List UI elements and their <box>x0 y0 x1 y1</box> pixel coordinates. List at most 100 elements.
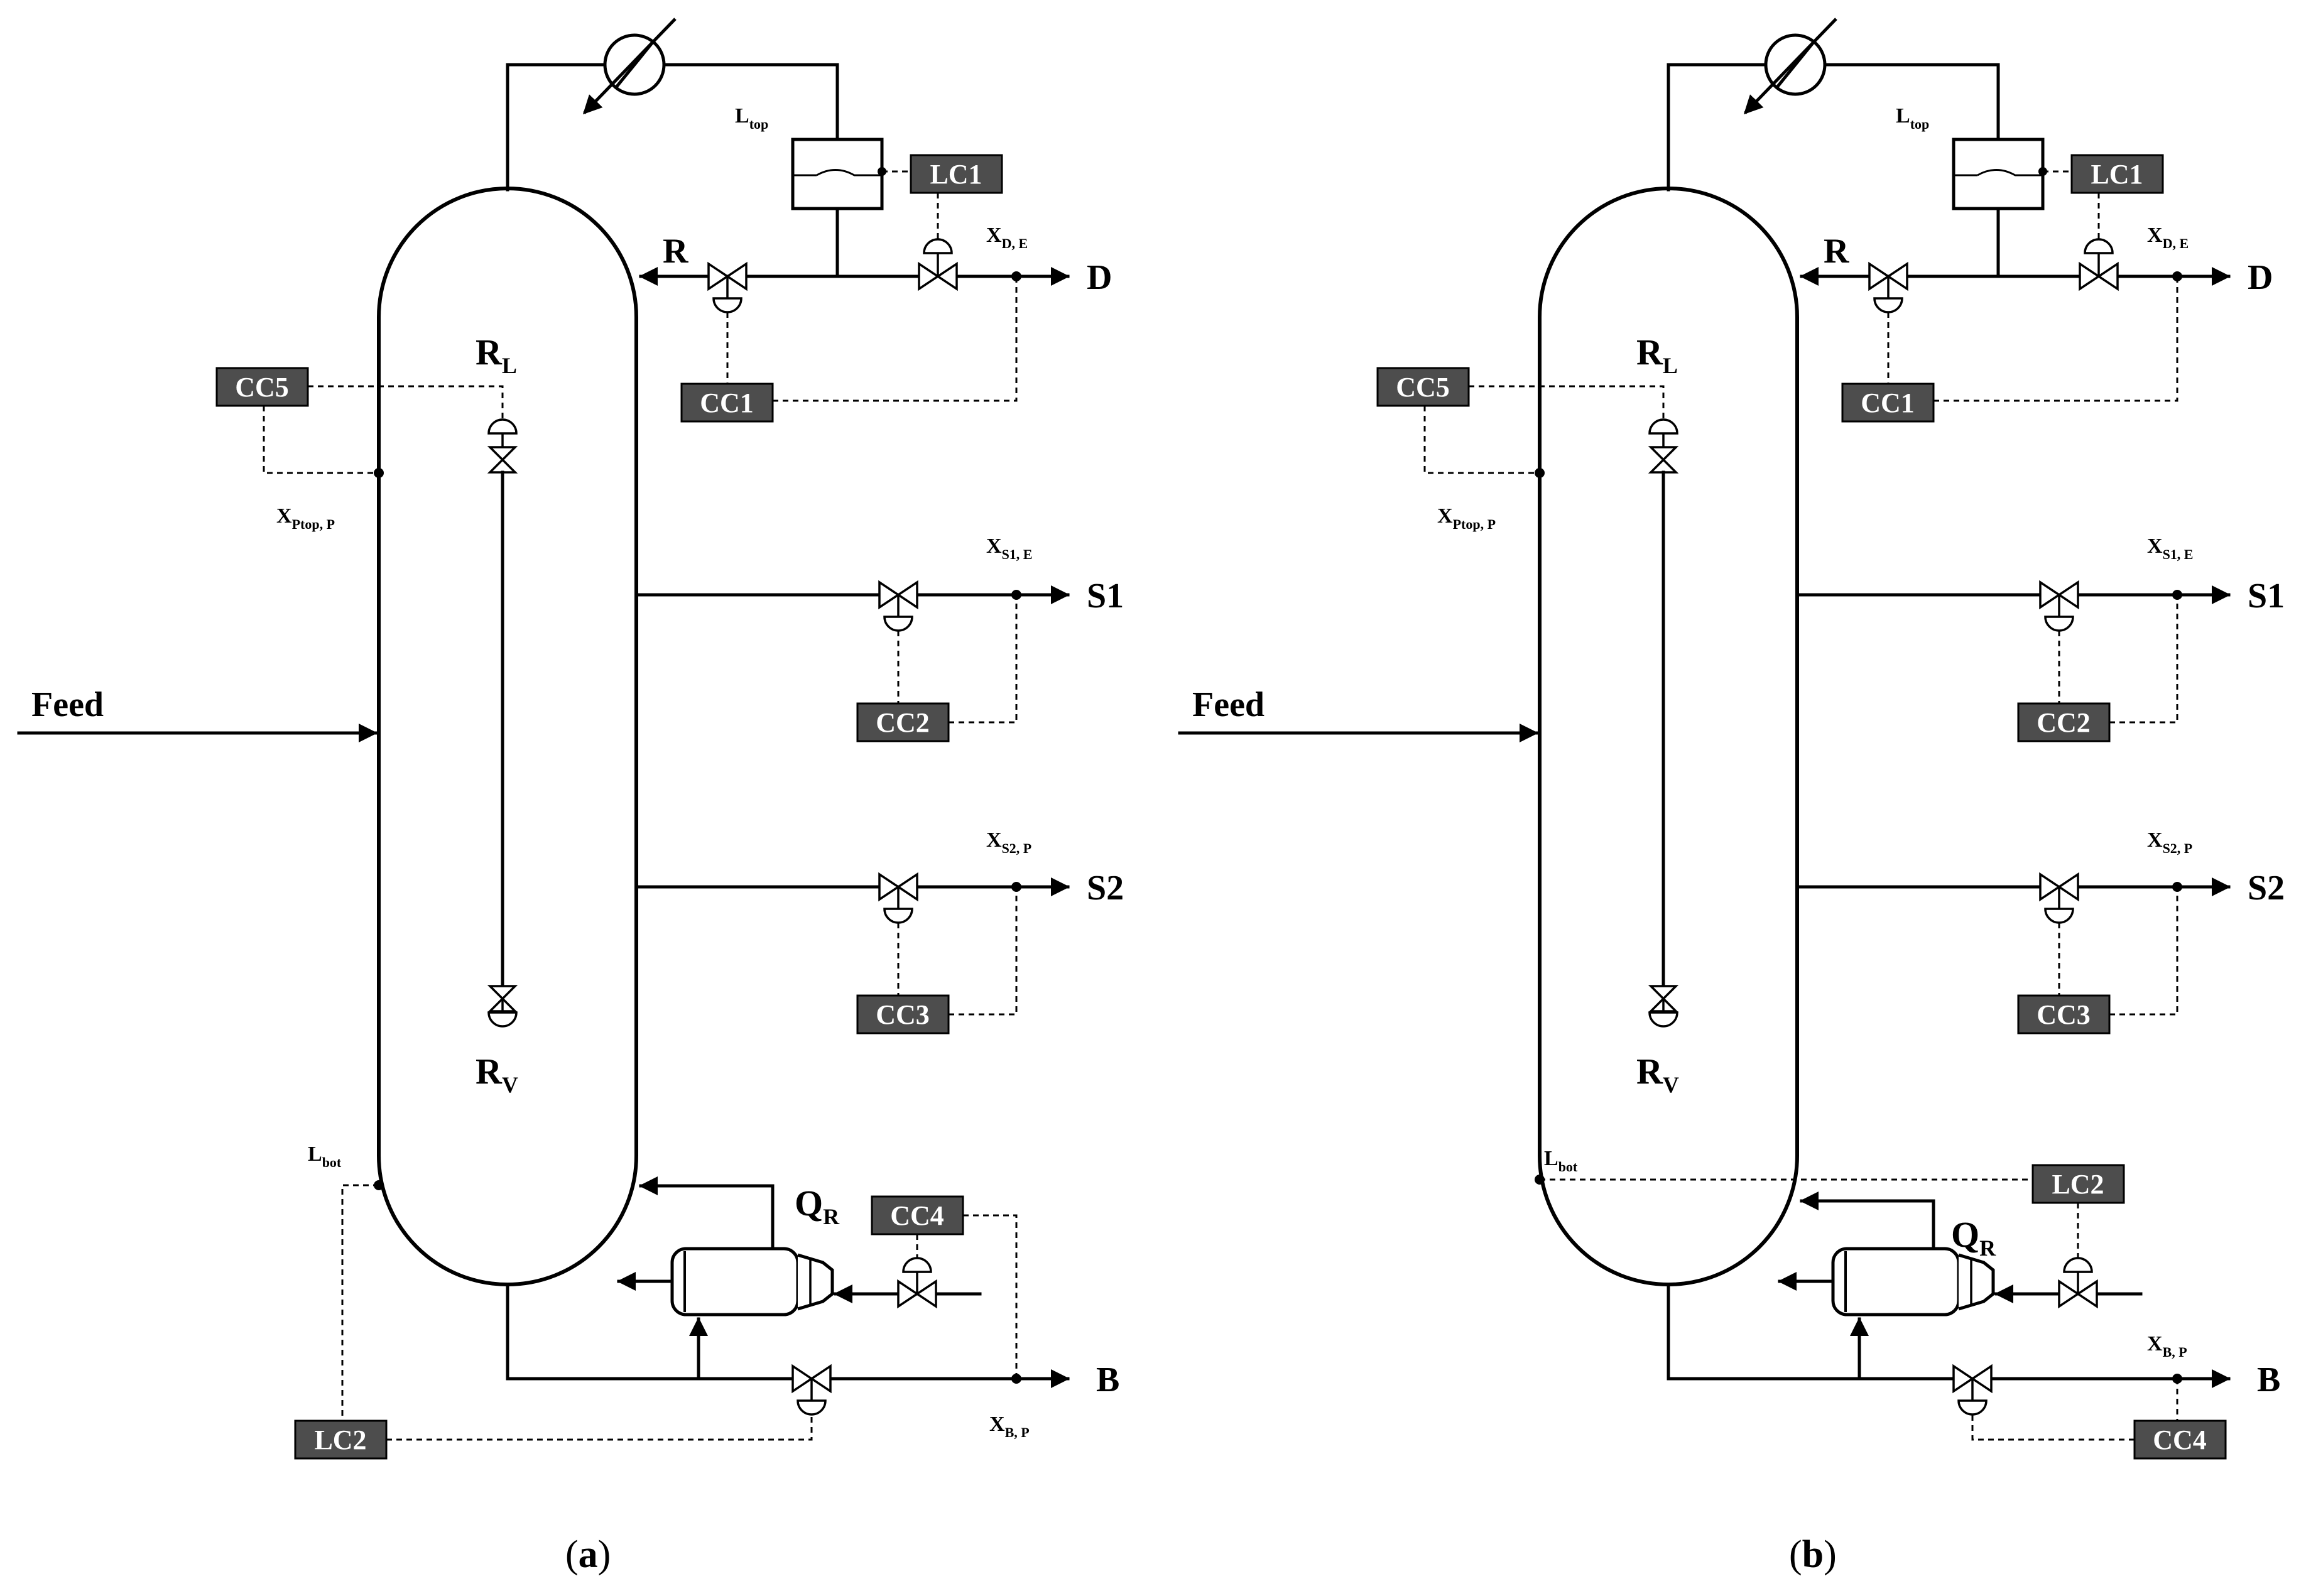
svg-text:LC1: LC1 <box>930 159 982 190</box>
bottoms-line <box>1667 1283 2231 1388</box>
ltop-label: Ltop <box>1896 104 1929 132</box>
bottoms-valve-icon <box>1952 1364 1993 1416</box>
cc3-controller: CC3 <box>2017 994 2111 1034</box>
reflux-valve-icon <box>1868 261 1908 313</box>
qr-label: QR <box>1951 1214 1996 1261</box>
svg-text:CC4: CC4 <box>2153 1425 2207 1455</box>
bottoms-line <box>506 1283 1070 1388</box>
distillation-column <box>1538 187 1799 1286</box>
lc2-controller: LC2 <box>294 1420 388 1460</box>
lc2-output <box>386 1414 813 1441</box>
reflux-label: R <box>1824 232 1849 271</box>
reboiler-vapor-return <box>639 1176 775 1251</box>
cc2-signal <box>949 595 1018 724</box>
svg-text:LC2: LC2 <box>314 1425 366 1455</box>
rl-valve-icon <box>1648 418 1679 474</box>
reboiler-icon <box>1831 1247 1995 1316</box>
steam-valve-icon <box>2058 1257 2098 1309</box>
lbot-label: Lbot <box>308 1143 342 1170</box>
xptop-label: XPtop, P <box>1437 504 1496 532</box>
caption-b: (b) <box>1789 1533 1837 1576</box>
cc5-output <box>308 385 504 420</box>
svg-text:CC5: CC5 <box>1396 372 1450 403</box>
lc1-controller: LC1 <box>2070 154 2164 194</box>
svg-text:CC2: CC2 <box>2037 707 2091 738</box>
svg-text:LC1: LC1 <box>2091 159 2143 190</box>
s1-valve-icon <box>2039 580 2079 632</box>
reboiler-vapor-return <box>1800 1192 1935 1251</box>
svg-text:CC3: CC3 <box>876 999 930 1030</box>
overhead-vapor-line <box>506 63 607 192</box>
panel-a: LC1 CC1 CC5 <box>17 18 1124 1576</box>
distillate-label: D <box>2248 258 2273 297</box>
rl-label: RL <box>476 332 517 378</box>
xs2-label: XS2, P <box>2147 828 2192 856</box>
cc5-signal <box>263 406 379 474</box>
rl-label: RL <box>1636 332 1678 378</box>
svg-text:CC4: CC4 <box>890 1200 944 1231</box>
bottoms-label: B <box>1096 1360 1119 1399</box>
s2-valve-icon <box>878 872 918 924</box>
cc1-controller: CC1 <box>680 383 774 423</box>
cc2-controller: CC2 <box>856 702 950 742</box>
svg-text:CC3: CC3 <box>2037 999 2091 1030</box>
cc3-signal <box>949 887 1018 1016</box>
xb-label: XB, P <box>989 1413 1030 1440</box>
overhead-vapor-line <box>1667 63 1768 192</box>
panel-b: LC1 CC1 CC5 RL <box>1178 18 2285 1576</box>
distillate-label: D <box>1087 258 1112 297</box>
s2-label: S2 <box>1087 869 1124 908</box>
cc4-controller: CC4 <box>871 1195 964 1235</box>
cc5-signal <box>1423 406 1540 474</box>
cc5-output <box>1469 385 1665 420</box>
svg-text:LC2: LC2 <box>2052 1169 2104 1200</box>
distillate-valve-icon <box>918 238 958 291</box>
cc4-output <box>1971 1414 2135 1441</box>
bottoms-label: B <box>2257 1360 2280 1399</box>
rv-label: RV <box>476 1051 518 1097</box>
xb-label: XB, P <box>2147 1332 2187 1360</box>
condenser-outlet-line <box>662 63 839 141</box>
lc1-controller: LC1 <box>910 154 1003 194</box>
caption-a: (a) <box>565 1533 611 1576</box>
distillate-valve-icon <box>2079 238 2119 291</box>
bottoms-valve-icon <box>791 1364 832 1416</box>
xd-label: XD, E <box>986 224 1028 251</box>
svg-text:CC5: CC5 <box>235 372 289 403</box>
s1-valve-icon <box>878 580 918 632</box>
reboiler-icon <box>670 1247 834 1316</box>
cc4-controller: CC4 <box>2133 1420 2227 1460</box>
cc1-signal <box>1933 276 2178 402</box>
svg-text:CC1: CC1 <box>1861 388 1915 418</box>
qr-label: QR <box>795 1183 840 1229</box>
xs1-label: XS1, E <box>986 535 1032 562</box>
lc2-controller: LC2 <box>2031 1164 2125 1204</box>
lc2-signal <box>341 1184 379 1421</box>
reflux-valve-icon <box>707 261 748 313</box>
svg-text:CC1: CC1 <box>700 388 754 418</box>
lbot-label: Lbot <box>1544 1147 1578 1175</box>
xptop-sensor-point <box>374 468 384 478</box>
cc1-controller: CC1 <box>1841 383 1935 423</box>
steam-valve-icon <box>897 1257 937 1309</box>
cc1-signal <box>773 276 1018 402</box>
feed-label: Feed <box>1192 685 1264 724</box>
rv-label: RV <box>1636 1051 1679 1097</box>
xs1-label: XS1, E <box>2147 535 2193 562</box>
distillation-column <box>377 187 638 1286</box>
cc3-signal <box>2109 887 2178 1016</box>
s1-label: S1 <box>2248 577 2285 616</box>
cc2-signal <box>2109 595 2178 724</box>
xd-label: XD, E <box>2147 224 2189 251</box>
ltop-label: Ltop <box>735 104 768 132</box>
s2-label: S2 <box>2248 869 2285 908</box>
cc5-controller: CC5 <box>1376 367 1470 407</box>
xs2-label: XS2, P <box>986 828 1031 856</box>
rv-valve-icon <box>487 985 518 1028</box>
xptop-label: XPtop, P <box>276 504 335 532</box>
feed-label: Feed <box>31 685 104 724</box>
svg-text:CC2: CC2 <box>876 707 930 738</box>
xd-sensor-point <box>1011 271 1021 281</box>
